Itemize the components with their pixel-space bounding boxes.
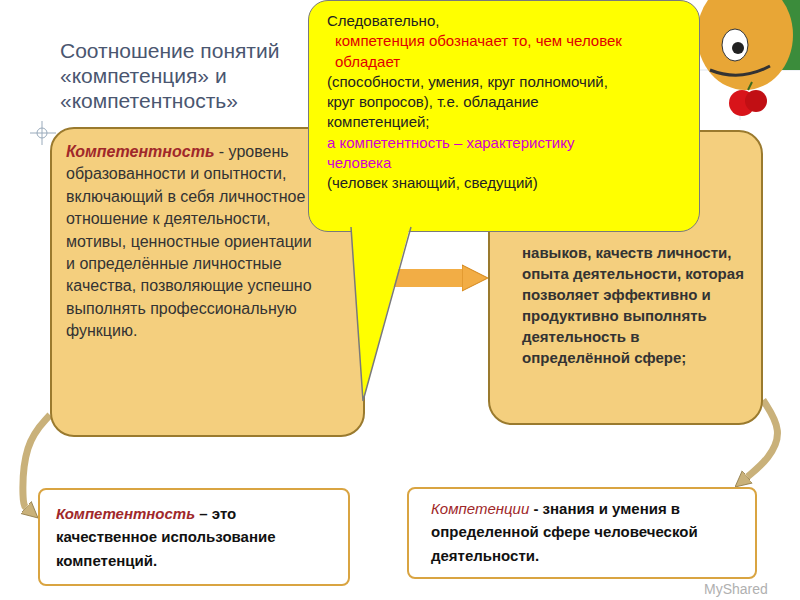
term: Компетентность: [56, 505, 195, 522]
cartoon-face: [697, 0, 793, 90]
node-text: а компетентность – характеристику челове…: [327, 133, 633, 174]
title: Соотношение понятий «компетенция» и «ком…: [60, 38, 305, 114]
node-text: (способности, умения, круг полномочий, к…: [327, 72, 633, 133]
crosshair-line: [42, 121, 43, 145]
summary-box: Компетентность– это качественное использ…: [38, 488, 350, 586]
crosshair-ring: [37, 128, 47, 138]
node-text: - уровень образованности и опытности, вк…: [66, 143, 312, 339]
callout-tail-fill: [351, 223, 411, 401]
callout-tail: [345, 223, 465, 413]
node-text: Следовательно,: [327, 11, 633, 31]
callout-tail-outline: [351, 227, 411, 401]
cartoon-eye: [722, 29, 748, 61]
apple-stem: [748, 82, 752, 90]
node-text: компетенция обозначает то, чем человек о…: [327, 31, 633, 72]
apple: [745, 90, 767, 112]
cartoon-pupil: [732, 42, 744, 54]
cartoon: [697, 0, 800, 116]
term: Компетентность: [66, 143, 214, 160]
summary-box: Компетенции- знания и умения в определен…: [407, 487, 757, 579]
node-text: (человек знающий, сведущий): [327, 173, 633, 193]
speech-callout: Следовательно,компетенция обозначает то,…: [308, 0, 700, 232]
cartoon-brow: [710, 66, 770, 75]
watermark: MyShared: [704, 581, 768, 597]
term: Компетенции: [431, 500, 529, 517]
crosshair-line: [30, 133, 56, 134]
node-text: навыков, качеств личности, опыта деятель…: [522, 244, 744, 366]
